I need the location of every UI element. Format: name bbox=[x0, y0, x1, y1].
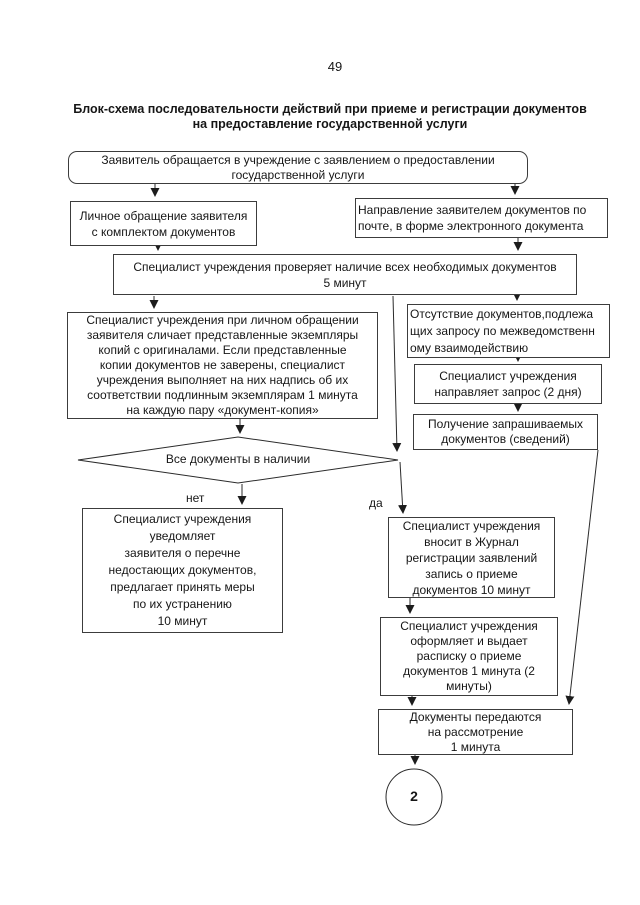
node-start: Заявитель обращается в учреждение с заяв… bbox=[68, 151, 528, 184]
document-title: Блок-схема последовательности действий п… bbox=[73, 102, 587, 131]
node-send-request: Специалист учреждения направляет запрос … bbox=[414, 364, 602, 404]
node-personal-visit: Личное обращение заявителя с комплектом … bbox=[70, 201, 257, 246]
node-transfer-documents: Документы передаются на рассмотрение 1 м… bbox=[378, 709, 573, 755]
node-mail-submission: Направление заявителем документов по поч… bbox=[355, 198, 608, 238]
arrow-check-to-decision bbox=[392, 295, 402, 452]
page-number: 49 bbox=[327, 59, 343, 74]
node-check-documents: Специалист учреждения проверяет наличие … bbox=[113, 254, 577, 295]
node-issue-receipt: Специалист учреждения оформляет и выдает… bbox=[380, 617, 558, 696]
node-compare-copies: Специалист учреждения при личном обращен… bbox=[67, 312, 378, 419]
edge-label-no: нет bbox=[186, 491, 205, 505]
terminator-label: 2 bbox=[410, 788, 418, 804]
decision-diamond-shape bbox=[77, 436, 399, 484]
node-notify-missing: Специалист учреждения уведомляет заявите… bbox=[82, 508, 283, 633]
arrow-decision-yes-to-journal bbox=[398, 461, 408, 514]
edge-label-yes: да bbox=[369, 496, 383, 510]
node-journal-entry: Специалист учреждения вносит в Журнал ре… bbox=[388, 517, 555, 598]
arrow-receive-to-transfer bbox=[565, 449, 599, 705]
node-absence-documents: Отсутствие документов,подлежа щих запрос… bbox=[407, 304, 610, 358]
node-receive-documents: Получение запрашиваемых документов (свед… bbox=[413, 414, 598, 450]
terminator-circle-shape bbox=[385, 768, 443, 826]
decision-label: Все документы в наличии bbox=[165, 452, 311, 466]
